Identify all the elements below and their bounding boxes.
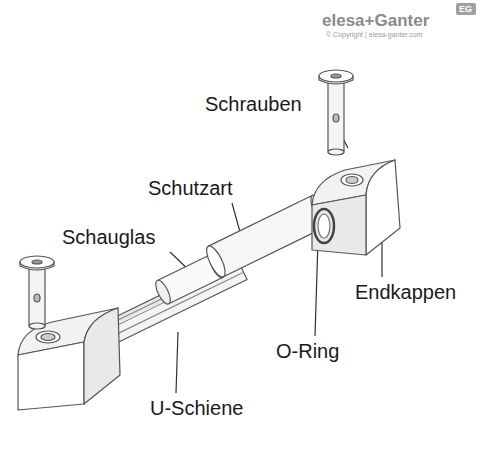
logo-badge xyxy=(456,3,476,15)
part-label: Endkappen xyxy=(355,281,456,303)
part-label: Schrauben xyxy=(205,93,302,115)
left-endcap xyxy=(18,308,120,410)
copyright-note: © Copyright | elesa-ganter.com xyxy=(326,31,422,39)
leader-lines xyxy=(170,114,382,393)
left-screw xyxy=(20,256,54,329)
o-ring xyxy=(314,209,334,243)
logo-badge-text: EG xyxy=(459,4,472,14)
part-label: O-Ring xyxy=(276,340,339,362)
part-label: Schauglas xyxy=(62,226,155,248)
part-label: Schutzart xyxy=(148,177,232,199)
right-screw xyxy=(319,70,353,155)
brand-logo: elesa+Ganter xyxy=(322,12,429,30)
right-endcap xyxy=(312,160,400,255)
part-label: U-Schiene xyxy=(150,397,243,419)
